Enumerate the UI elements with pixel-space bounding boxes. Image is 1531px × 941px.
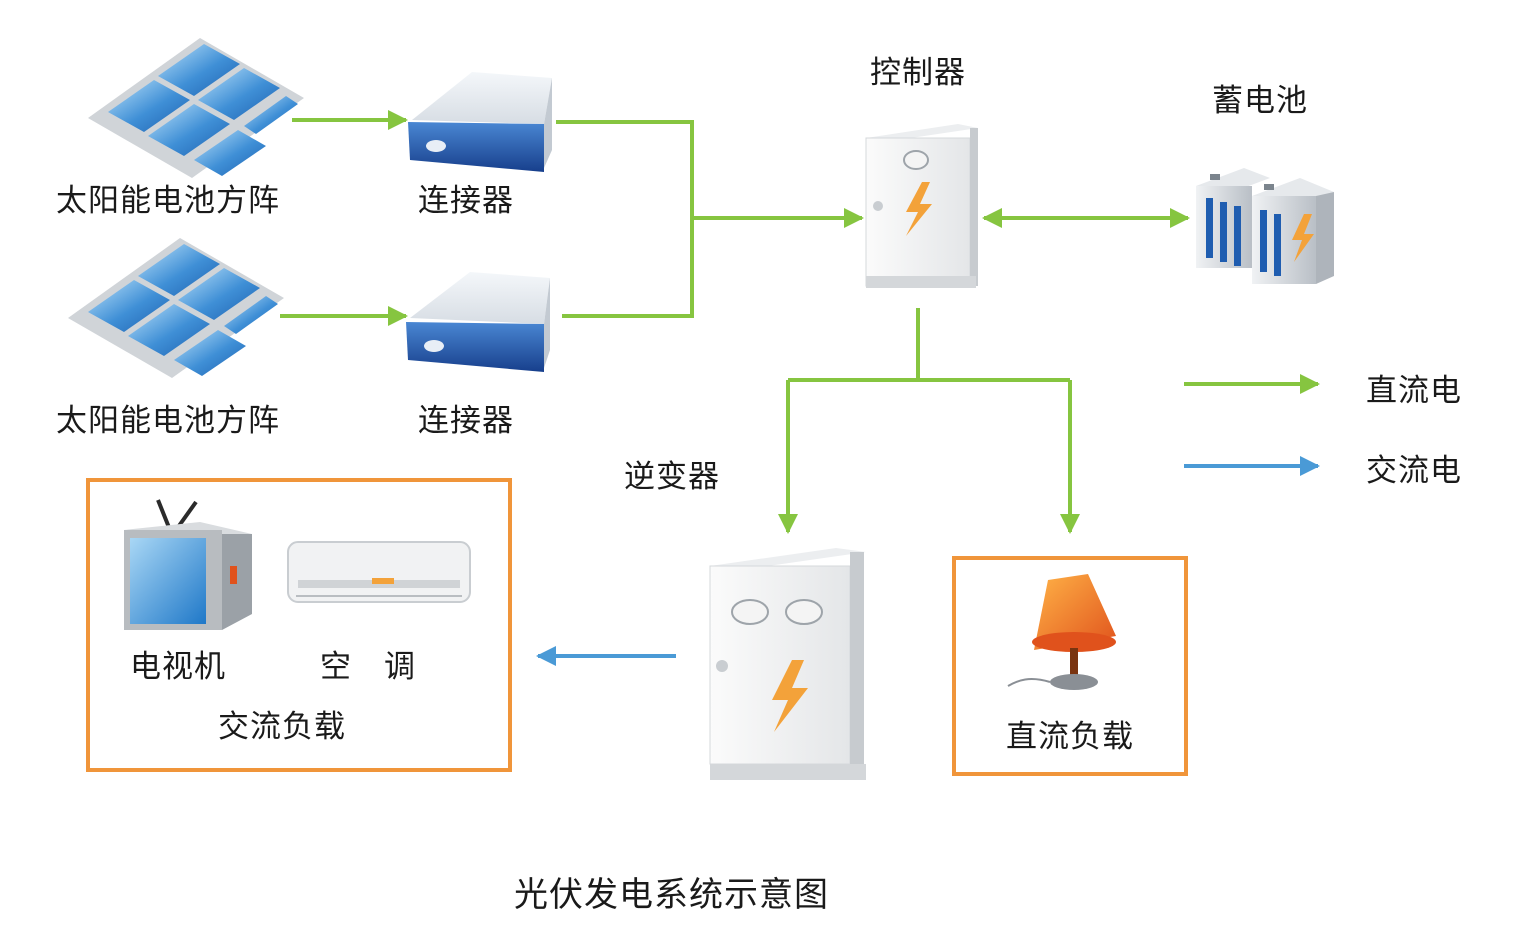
- air-conditioner-label: 空 调: [320, 649, 416, 685]
- ac-load-label: 交流负载: [218, 709, 346, 745]
- tv-icon: [124, 499, 252, 630]
- dc-load-label: 直流负载: [1006, 719, 1134, 755]
- connector-label-2: 连接器: [418, 403, 514, 439]
- lamp-icon: [1007, 574, 1116, 690]
- controller-label: 控制器: [870, 55, 966, 91]
- connector-icon-2: [406, 272, 550, 372]
- connector-label-1: 连接器: [418, 183, 514, 219]
- connector-icon-1: [408, 72, 552, 172]
- battery-label: 蓄电池: [1212, 83, 1308, 119]
- diagram-title: 光伏发电系统示意图: [514, 875, 829, 915]
- air-conditioner-icon: [287, 541, 471, 603]
- ac-load-box: [86, 478, 512, 772]
- dc-load-box: [952, 556, 1188, 776]
- controller-cabinet-icon: [865, 124, 978, 288]
- dc-connections: [280, 110, 1190, 534]
- legend-dc-label: 直流电: [1366, 373, 1462, 409]
- solar-array-label-2: 太阳能电池方阵: [56, 403, 280, 439]
- solar-array-label-1: 太阳能电池方阵: [56, 183, 280, 219]
- solar-panel-icon-2: [68, 238, 284, 378]
- inverter-cabinet-icon: [709, 548, 866, 780]
- tv-label: 电视机: [130, 649, 226, 685]
- legend-ac-label: 交流电: [1366, 453, 1462, 489]
- line-connector1-to-junction: [556, 120, 694, 318]
- inverter-label: 逆变器: [624, 459, 720, 495]
- solar-panel-icon-1: [88, 38, 304, 178]
- battery-icon: [1196, 168, 1334, 284]
